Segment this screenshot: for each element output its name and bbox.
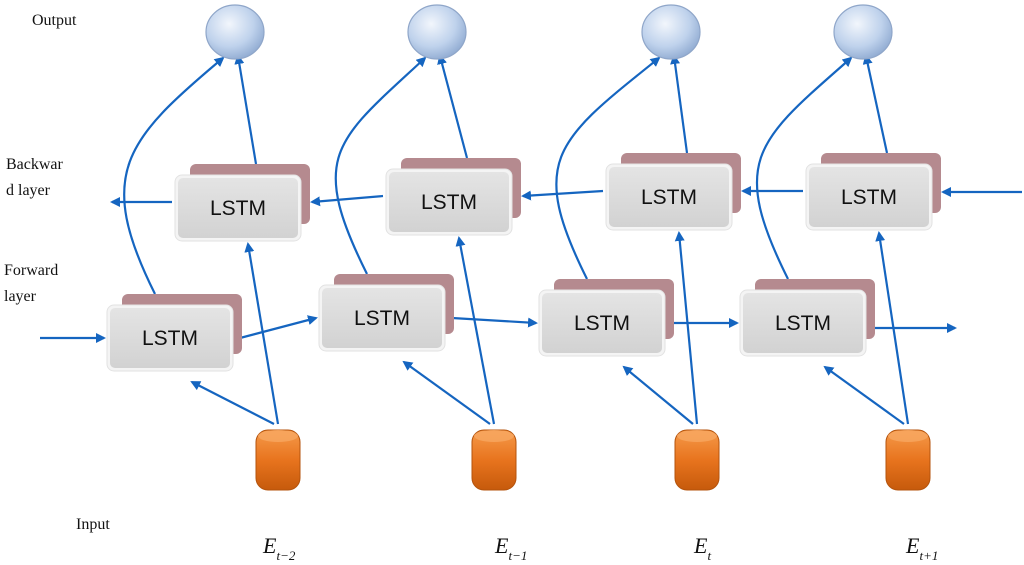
- arrows-layer: [40, 54, 1022, 425]
- backward-cell-2: LSTM: [605, 153, 741, 231]
- backward-cell-body: [809, 167, 929, 227]
- forward-layer-label: Forward layer: [4, 258, 58, 310]
- backward-cell-label: LSTM: [841, 186, 897, 209]
- forward-cell-body: [743, 293, 863, 353]
- forward-cell-body: [322, 288, 442, 348]
- input-node-highlight: [258, 430, 298, 442]
- timestep-symbol: E: [494, 533, 509, 558]
- arrow-input-to-forward: [823, 365, 905, 425]
- arrow-backward-to-output: [437, 54, 469, 159]
- timestep-subscript: t−2: [276, 548, 295, 563]
- arrow-forward-to-output: [123, 56, 225, 295]
- arrow-backward-to-output: [862, 54, 889, 154]
- arrow-backward-to-output: [670, 54, 689, 154]
- arrow-input-to-backward: [244, 242, 280, 425]
- forward-cell-label: LSTM: [574, 312, 630, 335]
- timestep-symbol: E: [905, 533, 920, 558]
- forward-cell-3: LSTM: [739, 279, 875, 357]
- output-node-0: [205, 4, 265, 60]
- output-node-2: [641, 4, 701, 60]
- input-node-highlight: [677, 430, 717, 442]
- arrow-forward-to-output: [555, 56, 661, 280]
- forward-cell-body: [542, 293, 662, 353]
- forward-layer-label-line2: layer: [4, 288, 36, 305]
- timestep-label-1: Et−1: [494, 533, 527, 563]
- forward-cell-1: LSTM: [318, 274, 454, 352]
- timestep-subscript: t: [707, 548, 711, 563]
- arrow-forward-to-output: [755, 56, 853, 280]
- forward-cell-label: LSTM: [142, 327, 198, 350]
- arrow-forward-chain: [451, 316, 538, 328]
- output-label: Output: [32, 12, 77, 29]
- arrow-input-to-backward: [674, 231, 699, 425]
- arrow-input-to-backward: [455, 236, 496, 425]
- arrow-forward-to-output: [334, 56, 427, 275]
- input-node-0: [255, 429, 301, 491]
- timestep-label-0: Et−2: [262, 533, 296, 563]
- arrow-input-to-forward: [402, 360, 491, 425]
- arrow-backward-chain: [310, 194, 384, 207]
- timestep-subscript: t−1: [508, 548, 527, 563]
- backward-layer-label: Backwar d layer: [6, 152, 63, 204]
- timestep-symbol: E: [693, 533, 708, 558]
- backward-cell-1: LSTM: [385, 158, 521, 236]
- output-node-3: [833, 4, 893, 60]
- backward-cell-3: LSTM: [805, 153, 941, 231]
- backward-cell-0: LSTM: [174, 164, 310, 242]
- forward-cell-label: LSTM: [354, 307, 410, 330]
- input-label: Input: [76, 516, 110, 533]
- output-node-1: [407, 4, 467, 60]
- backward-cell-label: LSTM: [641, 186, 697, 209]
- forward-layer-label-line1: Forward: [4, 262, 59, 279]
- forward-cell-0: LSTM: [106, 294, 242, 372]
- backward-cell-body: [178, 178, 298, 238]
- timestep-label-2: Et: [693, 533, 711, 563]
- forward-cell-label: LSTM: [775, 312, 831, 335]
- arrow-input-to-forward: [622, 365, 694, 425]
- input-node-highlight: [474, 430, 514, 442]
- input-node-2: [674, 429, 720, 491]
- input-node-highlight: [888, 430, 928, 442]
- backward-layer-label-line2: d layer: [6, 182, 50, 199]
- arrow-backward-chain: [521, 189, 604, 201]
- input-node-3: [885, 429, 931, 491]
- arrow-forward-chain: [239, 315, 318, 340]
- forward-cell-body: [110, 308, 230, 368]
- backward-cell-label: LSTM: [421, 191, 477, 214]
- backward-cell-body: [609, 167, 729, 227]
- backward-cell-body: [389, 172, 509, 232]
- timestep-symbol: E: [262, 533, 277, 558]
- timestep-subscript: t+1: [919, 548, 938, 563]
- backward-cell-label: LSTM: [210, 197, 266, 220]
- arrow-input-to-forward: [190, 381, 275, 425]
- timestep-label-3: Et+1: [905, 533, 938, 563]
- forward-cell-2: LSTM: [538, 279, 674, 357]
- input-node-1: [471, 429, 517, 491]
- backward-layer-label-line1: Backwar: [6, 156, 63, 173]
- arrow-backward-to-output: [234, 54, 258, 165]
